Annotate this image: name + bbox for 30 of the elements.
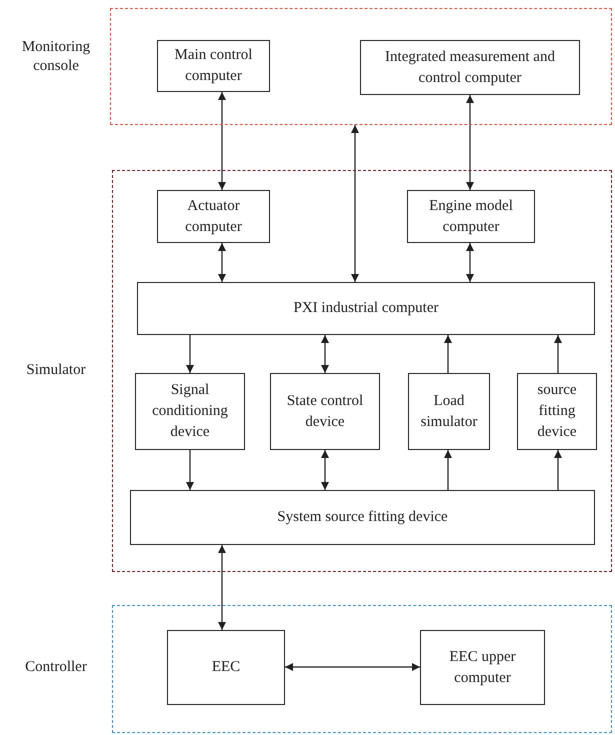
arrow: [186, 450, 194, 490]
component-box: PXI industrial computer: [137, 282, 595, 335]
arrow: [466, 95, 474, 190]
component-box: Load simulator: [408, 373, 490, 450]
group-label: Monitoring console: [20, 38, 92, 76]
arrow: [444, 335, 452, 373]
arrow: [218, 545, 226, 630]
component-box: Engine model computer: [407, 190, 535, 243]
arrow: [321, 335, 329, 373]
component-box: Integrated measurement and control computer: [360, 40, 580, 95]
group-label: Simulator: [25, 361, 87, 380]
component-box: EEC: [167, 630, 285, 705]
arrow: [321, 450, 329, 490]
arrow: [218, 92, 226, 190]
arrow: [554, 450, 562, 490]
arrow: [351, 125, 359, 282]
group-label: Controller: [24, 658, 88, 677]
component-box: Main control computer: [157, 40, 270, 92]
component-box: State control device: [270, 373, 380, 450]
arrow: [285, 663, 420, 671]
component-box: System source fitting device: [130, 490, 595, 545]
arrow: [554, 335, 562, 373]
arrow: [444, 450, 452, 490]
component-box: Actuator computer: [157, 190, 270, 243]
arrow: [466, 243, 474, 282]
arrow: [218, 243, 226, 282]
component-box: source fitting device: [517, 373, 597, 450]
component-box: Signal conditioning device: [135, 373, 245, 450]
component-box: EEC upper computer: [420, 630, 545, 705]
arrow: [186, 335, 194, 373]
